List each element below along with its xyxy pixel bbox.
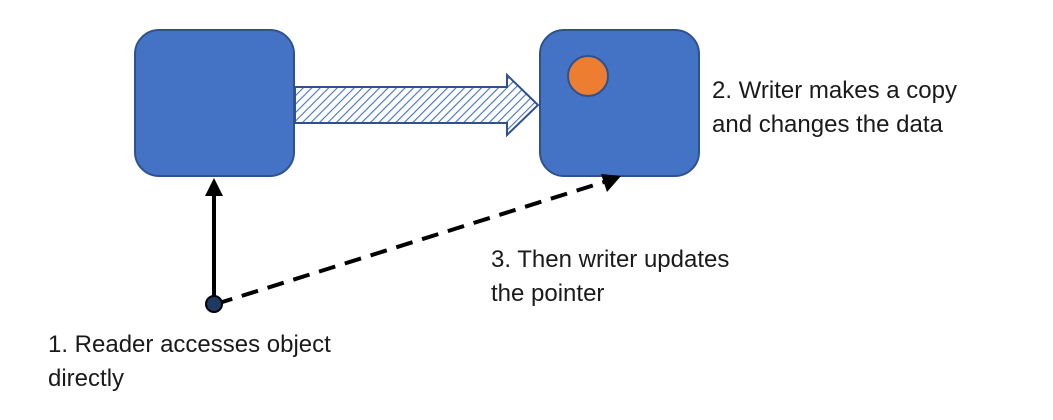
pointer-update-caption: 3. Then writer updates the pointer bbox=[491, 243, 729, 311]
writer-copy-caption: 2. Writer makes a copy and changes the d… bbox=[712, 74, 957, 142]
writer-copy-caption-line-1: 2. Writer makes a copy bbox=[712, 77, 957, 104]
original-object-box bbox=[134, 29, 295, 177]
pointer-origin-dot bbox=[205, 295, 223, 313]
pointer-update-dashed-arrow-icon bbox=[215, 174, 621, 306]
reader-pointer-arrow-icon bbox=[205, 178, 223, 303]
pointer-update-caption-line-1: 3. Then writer updates bbox=[491, 246, 730, 273]
reader-access-caption-line-2: directly bbox=[48, 365, 125, 392]
writer-copy-caption-line-2: and changes the data bbox=[712, 111, 943, 138]
copy-arrow-icon bbox=[294, 72, 540, 138]
reader-access-caption-line-1: 1. Reader accesses object bbox=[48, 331, 331, 358]
pointer-update-caption-line-2: the pointer bbox=[491, 280, 605, 307]
changed-data-dot bbox=[567, 55, 609, 97]
copy-object-box bbox=[539, 29, 700, 177]
reader-access-caption: 1. Reader accesses object directly bbox=[48, 328, 331, 396]
